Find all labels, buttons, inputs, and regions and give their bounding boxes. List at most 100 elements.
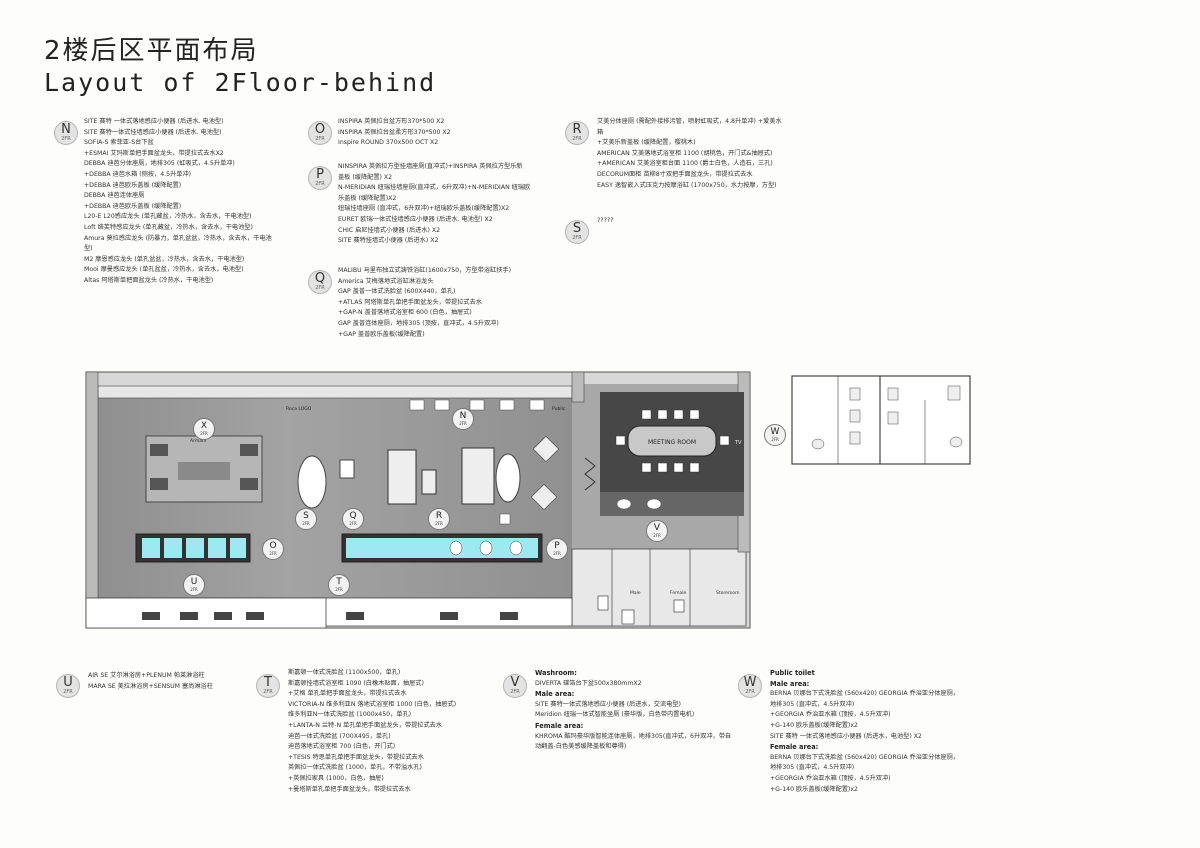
legend-line: EASY 逸智嵌入式压克力按摩浴缸 (1700x750，水力按摩，方型) [597, 181, 777, 189]
legend-line: 动翻盖-白色美感缓降盖板和尊得) [535, 743, 627, 751]
legend-line: +G-140 欧乐盖板(缓降配置)x2 [770, 785, 858, 793]
legend-text-U: AIR SE 艾尔淋浴房+PLENUM 帕莱淋浴柱 MARA SE 美拉淋浴房+S… [88, 671, 213, 692]
legend-line: AIR SE 艾尔淋浴房+PLENUM 帕莱淋浴柱 [88, 672, 205, 679]
legend-line: VICTORIA-N 维多利亚N 落地式浴室柜 1000 (白色，抽屉式) [288, 700, 457, 708]
legend-line: GAP 盖普一体式洗脸盆 (600X440，单孔) [338, 288, 456, 296]
legend-line: CHIC 启尼挂墙式小便器 (后进水) X2 [338, 226, 441, 234]
legend-line: SITE 赛特挂墙式小便器 (后进水) X2 [338, 237, 439, 245]
legend-line: N-MERIDIAN 纽瑞挂墙座厕(直冲式，6升双冲)+N-MERIDIAN 纽… [338, 184, 531, 192]
page-title-en: Layout of 2Floor-behind [44, 68, 437, 97]
legend-line: GAP 盖普连体座厕，地排305 (顶按，直冲式，4.5升双冲) [338, 319, 499, 327]
legend-line: 地排305 (直冲式，4.5升双冲) [770, 764, 855, 772]
partition [584, 457, 596, 491]
legend-text-Q: MALIBU 马里布独立式铸铁浴缸(1600x750，方型带浴缸扶手) Ameri… [338, 266, 511, 340]
tv-label: TV [734, 440, 742, 446]
legend-line: 斯嘉顿一体式洗脸盆 (1100x500，单孔) [288, 669, 401, 676]
legend-text-P: NINSPIRA 英佩拉方型挂墙座厕(直冲式)+INSPIRA 英佩拉方型乐新盖… [338, 162, 530, 247]
legend-line: +ATLAS 阿塔斯单孔单把手面盆龙头，带提拉式去水 [338, 298, 482, 306]
diamond-fixtures [530, 435, 560, 511]
legend-line: Male area: [770, 679, 810, 688]
legend-line: INSPIRA 英佩拉台盆方形370*500 X2 [338, 118, 445, 125]
legend-line: America 艾梅落地式浴缸淋浴龙头 [338, 277, 434, 285]
legend-line: Altas 阿塔斯单把面盆龙头 (冷热水，干电池型) [84, 276, 214, 284]
legend-line: Loft 络芙特感应龙头 (单孔藏盆，冷热水，含去水，干电池型) [84, 223, 253, 231]
legend-line: ????? [597, 217, 614, 224]
legend-line: +艾美乐新盖板 (缓降配置，樱桃木) [597, 139, 696, 147]
legend-line: 英佩拉一体式洗脸盆 (1000，单孔，不带溢水孔) [288, 764, 422, 772]
legend-line: M2 摩恩感应龙头 (单孔盆盆，冷热水，含去水，干电池型) [84, 255, 245, 263]
legend-line: Washroom: [535, 669, 577, 677]
legend-line: 斯嘉顿挂墙式浴室柜 1090 (白橡木贴面，抽屉式) [288, 679, 424, 687]
legend-line: +艾格 单孔单把手面盆龙头，带提拉式去水 [288, 690, 407, 698]
legend-line: 地排305 (直冲式，4.5升双冲) [770, 700, 855, 708]
female-label: Female [670, 590, 687, 596]
legend-text-R: 艾美分体座厕 (需配外接排污管，喷射虹吸式，4.8升单冲) +爱美水箱+艾美乐新… [597, 117, 782, 191]
legend-line: +GEORGIA 乔治亚水箱 (顶按，4.5升双冲) [770, 774, 891, 782]
legend-line: Inspire ROUND 370x500 OCT X2 [338, 139, 439, 147]
legend-line: AMERICAN 艾美落地式浴室柜 1100 (胡桃色，开门式&抽屉式) [597, 149, 773, 157]
legend-line: +ESMAI 艾玛斯单把手面盆龙头，带提拉式去水X2 [84, 149, 224, 157]
legend-line: +G-140 欧乐盖板(缓降配置)x2 [770, 721, 858, 729]
legend-line: +TESIS 特思单孔单把手面盆龙头，带提拉式去水 [288, 753, 424, 761]
legend-line: +AMERICAN 艾美浴室柜台面 1100 (爵士白色，人造石，三孔) [597, 160, 773, 168]
legend-line: +英佩拉家具 (1000，白色，抽屉) [288, 774, 384, 782]
legend-line: +GAP-N 盖普落地式浴室柜 600 (白色，抽屉式) [338, 309, 472, 317]
legend-line: +LANTA-N 兰特-N 单孔单把手面盆龙头，带提拉式去水 [288, 721, 443, 729]
lower-appendix [85, 597, 327, 629]
legend-text-T: 斯嘉顿一体式洗脸盆 (1100x500，单孔) 斯嘉顿挂墙式浴室柜 1090 (白… [288, 668, 456, 795]
page-title-cn: 2楼后区平面布局 [44, 36, 259, 66]
legend-line: +DEBBA 迪芭欧乐盖板 (缓降配置) [84, 181, 182, 189]
legend-line: 盖板 (缓降配置) X2 [338, 173, 393, 181]
legend-line: SITE 赛特 一体式落地感应小便器 (后进水. 电池型) [84, 118, 224, 125]
legend-line: MALIBU 马里布独立式铸铁浴缸(1600x750，方型带浴缸扶手) [338, 267, 512, 274]
legend-line: MARA SE 美拉淋浴房+SENSUM 塞尚淋浴柱 [88, 682, 213, 690]
bottom-fixtures [142, 612, 518, 620]
legend-line: 迪芭落地式浴室柜 700 (白色，开门式) [288, 743, 396, 751]
storeroom-label: Storeroom [716, 590, 740, 596]
legend-text-S: ????? [597, 216, 613, 227]
fixture-q [339, 459, 355, 479]
bathtub-q [387, 449, 417, 505]
top-wall [97, 385, 573, 399]
enclosure-x-fixtures [150, 444, 258, 490]
public-toilet [791, 375, 971, 465]
meeting-room-label: MEETING ROOM [648, 439, 696, 446]
top-fixtures [409, 399, 545, 411]
legend-line: Meridion 纽瑞一体式智能坐厕 (豪华版，白色带内置电机) [535, 711, 695, 719]
bathtub-s [297, 455, 327, 509]
meeting-room: MEETING ROOM TV [600, 392, 744, 492]
legend-line: DECORUM面柜 苗柳8寸双把手面盆龙头，带提拉式去水 [597, 170, 753, 178]
legend-line: SITE 赛特 一体式落地感应小便器 (后进水，电池型) X2 [770, 732, 922, 740]
bathtub-r [461, 447, 495, 505]
legend-line: 迪芭一体式洗脸盆 (700X495，单孔) [288, 732, 391, 740]
public-label: Public [552, 406, 566, 412]
legend-line: SITE 赛特一体式落地感应小便器 (后进水，交流电型) [535, 700, 681, 708]
legend-line: 乐盖板 (缓降配置)X2 [338, 194, 397, 202]
legend-line: Amura 莫拉感应龙头 (防暴力，单孔盆盆，冷热水，含去水，干电池 [84, 234, 272, 242]
legend-line: SITE 赛特一体式挂墙感应小便器 (后进水. 电池型) [84, 128, 222, 136]
washroom-area [571, 548, 747, 627]
legend-line: L20-E L20感应龙头 (单孔藏盆，冷热水，含去水，干电池型) [84, 213, 252, 221]
legend-line: BERNA 贝娜台下式洗脸盆 (560x420) GEORGIA 乔治亚分体座厕… [770, 753, 960, 761]
legend-line: DEBBA 迪芭连体座厕 [84, 192, 145, 200]
legend-line: EURET 欧瑞一体式挂墙感应小便器 (后进水. 电池型) X2 [338, 215, 493, 223]
legend-line: 型) [84, 245, 93, 253]
legend-line: Female area: [770, 743, 819, 752]
